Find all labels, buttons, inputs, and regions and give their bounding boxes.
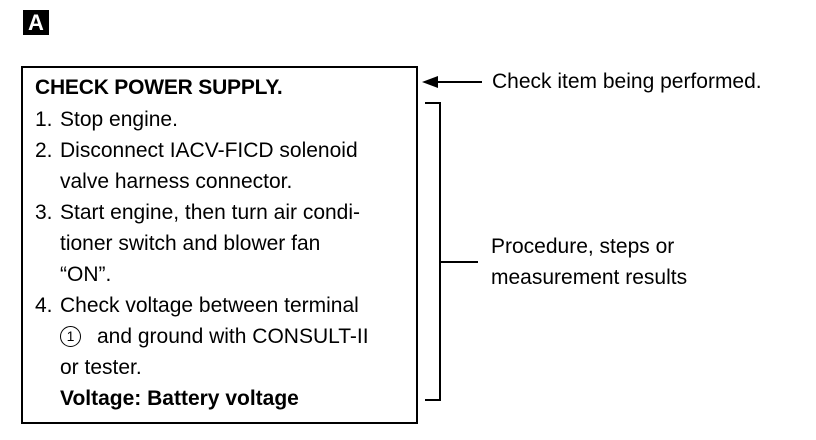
step-3: 3. Start engine, then turn air condi- bbox=[35, 197, 360, 228]
terminal-1-icon: 1 bbox=[60, 326, 81, 347]
step-text: Start engine, then turn air condi- bbox=[60, 201, 361, 224]
step-number: 4. bbox=[35, 294, 53, 317]
procedure-annotation-line1: Procedure, steps or bbox=[491, 235, 675, 258]
step-text: and ground with CONSULT-II bbox=[97, 325, 369, 348]
step-1: 1. Stop engine. bbox=[35, 104, 178, 135]
step-4: 4. Check voltage between terminal bbox=[35, 290, 359, 321]
step-number: 2. bbox=[35, 139, 53, 162]
procedure-bracket bbox=[425, 102, 441, 401]
step-text: or tester. bbox=[60, 356, 142, 379]
step-text: Check voltage between terminal bbox=[60, 294, 359, 317]
step-number: 1. bbox=[35, 108, 53, 131]
voltage-spec: Voltage: Battery voltage bbox=[60, 387, 299, 410]
step-text-line: 1 and ground with CONSULT-II bbox=[60, 321, 369, 352]
step-number: 3. bbox=[35, 201, 53, 224]
step-2: 2. Disconnect IACV-FICD solenoid bbox=[35, 135, 358, 166]
section-badge: A bbox=[23, 10, 49, 35]
step-text: Disconnect IACV-FICD solenoid bbox=[60, 139, 358, 162]
step-text: tioner switch and blower fan bbox=[60, 232, 321, 255]
check-item-annotation: Check item being performed. bbox=[492, 70, 762, 93]
check-title: CHECK POWER SUPPLY. bbox=[35, 76, 283, 99]
step-text: Stop engine. bbox=[60, 108, 178, 131]
arrow-head-icon bbox=[422, 76, 438, 88]
check-box: CHECK POWER SUPPLY. 1. Stop engine. 2. Dis… bbox=[21, 66, 418, 424]
step-text: “ON”. bbox=[60, 263, 112, 286]
step-text: valve harness connector. bbox=[60, 170, 293, 193]
procedure-annotation-line2: measurement results bbox=[491, 266, 688, 289]
